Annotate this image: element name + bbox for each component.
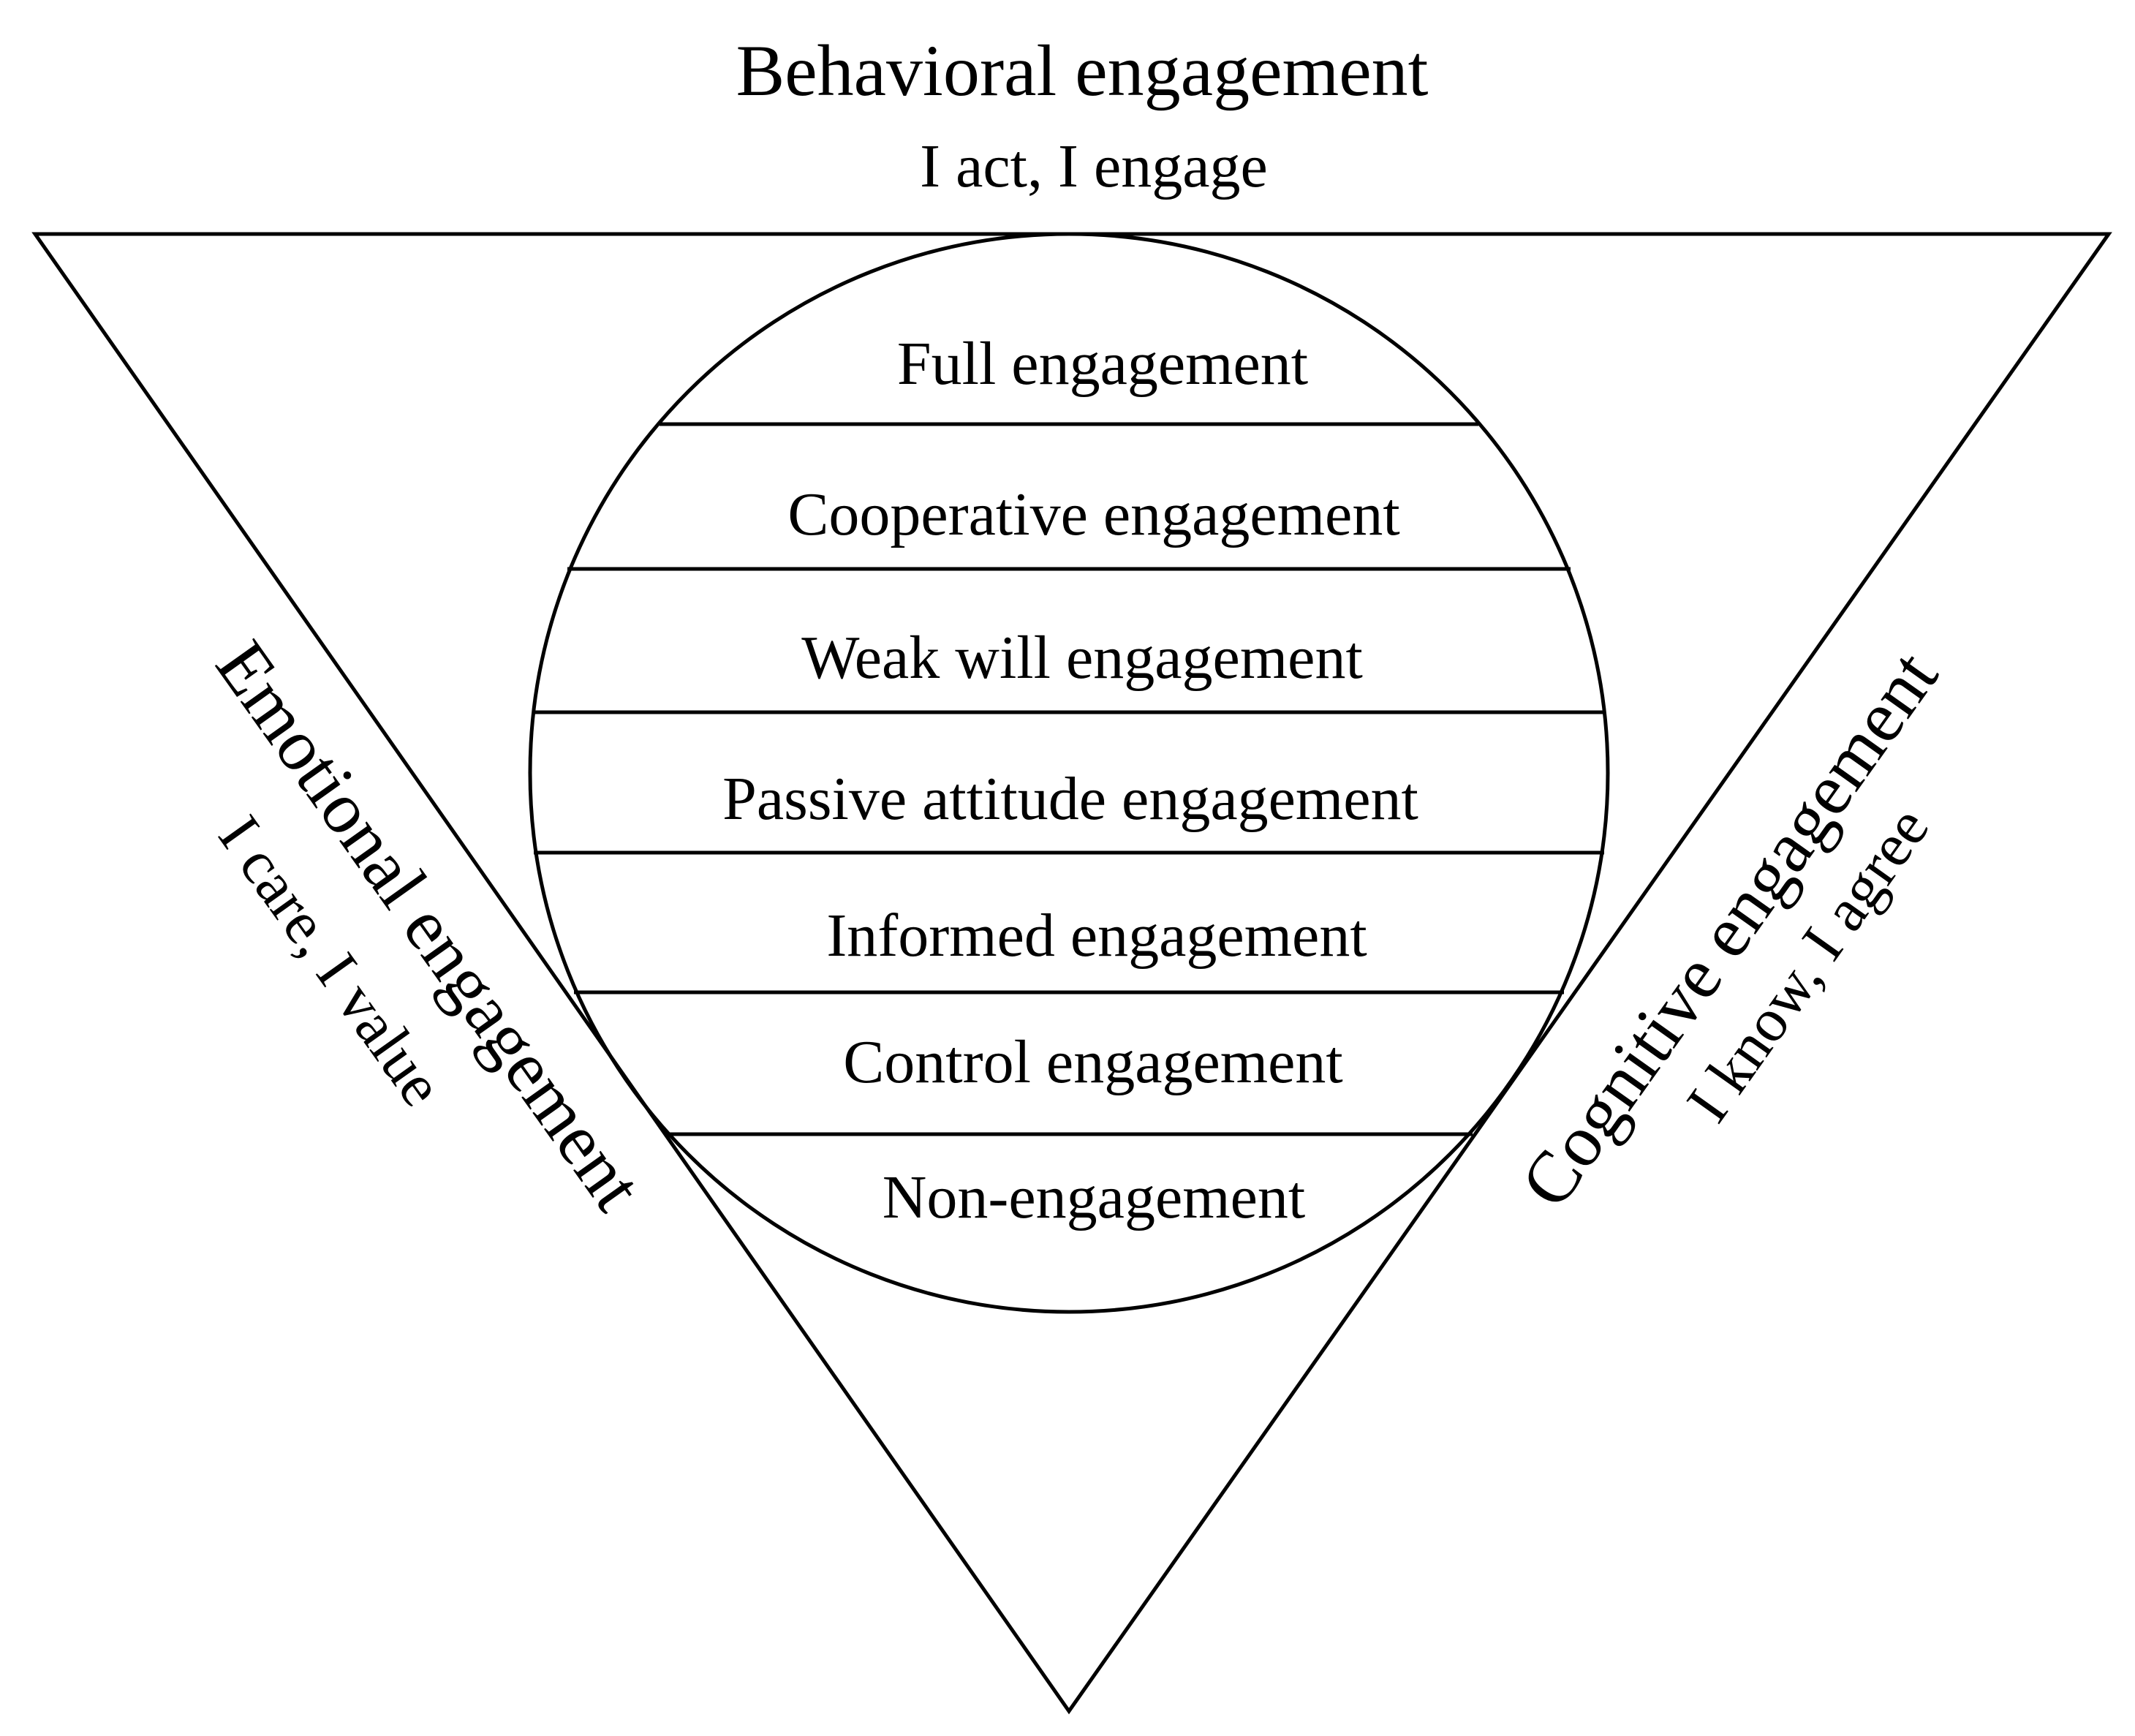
- level-informed: Informed engagement: [826, 902, 1367, 970]
- behavioral-engagement-subtitle: I act, I engage: [920, 132, 1268, 200]
- level-full: Full engagement: [897, 330, 1308, 398]
- engagement-circle: [528, 232, 1610, 1314]
- level-weak-will: Weak will engagement: [801, 624, 1363, 692]
- level-passive-attitude: Passive attitude engagement: [722, 765, 1418, 833]
- level-control: Control engagement: [843, 1028, 1342, 1096]
- level-non-engagement: Non-engagement: [883, 1163, 1305, 1231]
- level-cooperative: Cooperative engagement: [787, 480, 1399, 548]
- band-dividers: [532, 422, 1606, 1136]
- behavioral-engagement-title: Behavioral engagement: [736, 30, 1429, 111]
